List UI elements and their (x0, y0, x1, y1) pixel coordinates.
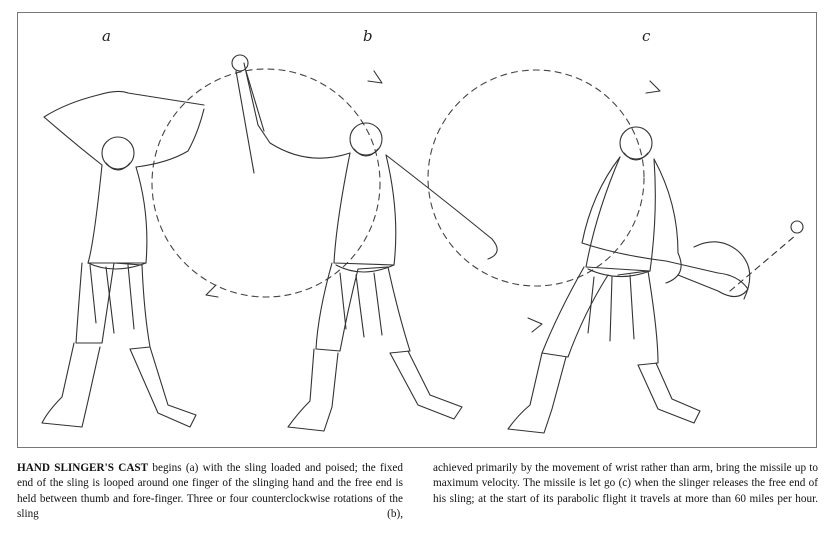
caption-right-text: achieved primarily by the movement of wr… (433, 462, 818, 505)
rotation-path-b (151, 68, 381, 298)
caption-right-column: achieved primarily by the movement of wr… (433, 461, 818, 507)
missile-icon (790, 220, 804, 234)
slinger-figure-a (41, 90, 205, 428)
arrow-right-icon (527, 317, 543, 333)
panel-label-b: b (363, 27, 373, 45)
panel-label-c: c (642, 27, 651, 45)
missile-trajectory (729, 234, 797, 292)
figure-frame: a b c (17, 12, 817, 448)
arrow-c-icon (645, 80, 661, 94)
arrow-down-icon (205, 284, 219, 298)
caption-left-column: HAND SLINGER'S CAST begins (a) with the … (17, 461, 403, 522)
panel-label-a: a (102, 27, 111, 45)
slinger-figure-c (507, 126, 751, 434)
caption-left-text: begins (a) with the sling loaded and poi… (17, 462, 403, 520)
caption-lead: HAND SLINGER'S CAST (17, 462, 149, 474)
slinger-illustration (41, 54, 804, 434)
arrow-b-icon (367, 70, 383, 84)
slinger-figure-b (231, 54, 498, 432)
rotation-path-c (427, 69, 645, 287)
